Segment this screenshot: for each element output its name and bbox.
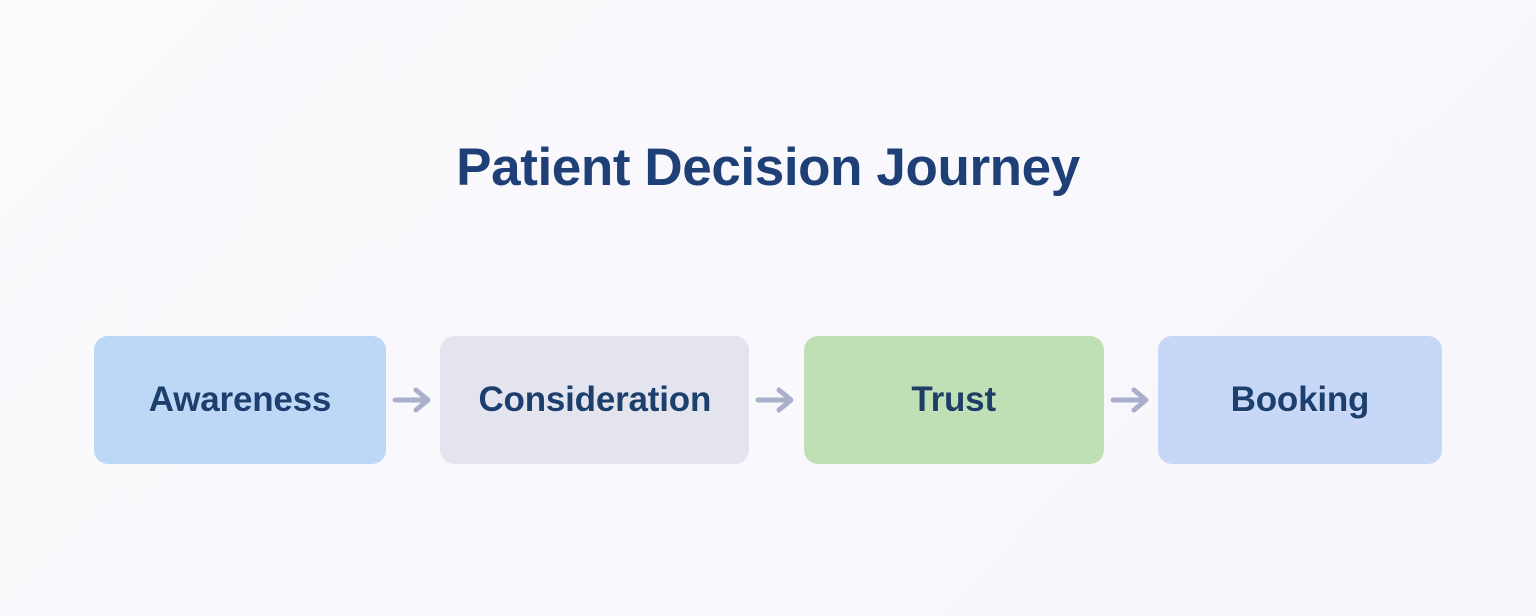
arrow-right-icon-3 <box>1105 378 1157 422</box>
stage-box-awareness[interactable]: Awareness <box>94 336 386 464</box>
page-title: Patient Decision Journey <box>456 138 1080 197</box>
stage-box-trust[interactable]: Trust <box>803 336 1104 464</box>
stage-label-booking: Booking <box>1230 380 1370 419</box>
stage-box-consideration[interactable]: Consideration <box>440 336 750 464</box>
stage-box-booking[interactable]: Booking <box>1157 336 1442 464</box>
patient-decision-journey-flow: Awareness Consideration <box>94 336 1442 464</box>
arrow-right-icon-1 <box>387 378 439 422</box>
stage-label-consideration: Consideration <box>478 380 712 419</box>
arrow-right-icon-2 <box>750 378 802 422</box>
stage-label-trust: Trust <box>911 380 996 419</box>
stage-label-awareness: Awareness <box>148 380 332 419</box>
